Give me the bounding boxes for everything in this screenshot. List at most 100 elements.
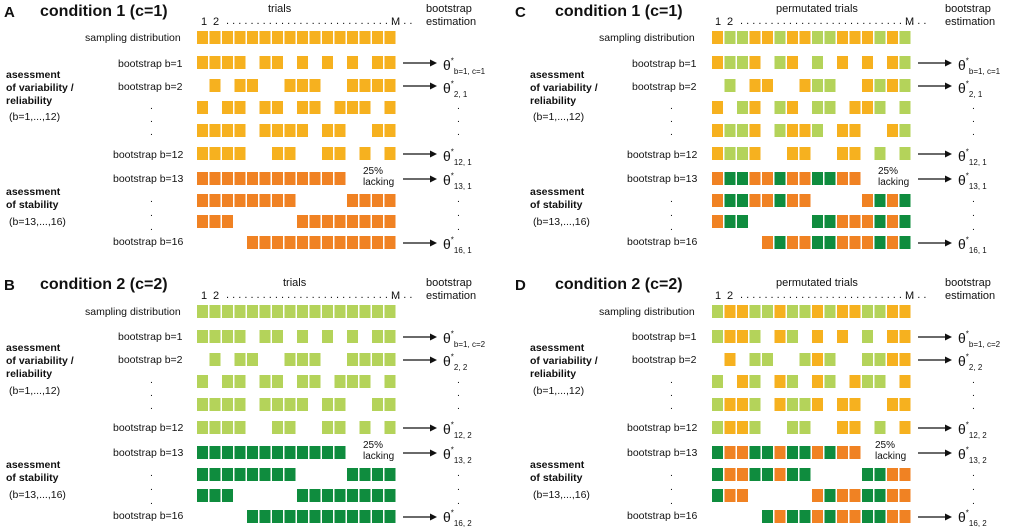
bootstrap-b13-label: bootstrap b=13 bbox=[113, 447, 184, 459]
trial-square-b14 bbox=[222, 194, 233, 207]
bootstrap-b16-label: bootstrap b=16 bbox=[113, 236, 184, 248]
trial-square-b3 bbox=[297, 375, 308, 388]
trial-square-sampling bbox=[887, 305, 898, 318]
trial-square-b15 bbox=[347, 215, 358, 228]
trial-square-b4 bbox=[849, 124, 861, 137]
trial-square-sampling bbox=[372, 305, 383, 318]
trial-square-b13 bbox=[209, 446, 221, 459]
trial-square-b2 bbox=[209, 353, 221, 366]
theta-b1: θ*b=1, c=2 bbox=[958, 329, 1001, 350]
trial-square-b2 bbox=[812, 353, 823, 366]
trial-square-b16 bbox=[887, 510, 898, 523]
trial-square-b15 bbox=[812, 489, 823, 502]
trial-square-b1 bbox=[384, 330, 396, 343]
trial-square-b1 bbox=[787, 330, 798, 343]
trial-square-sampling bbox=[234, 31, 246, 44]
trial-square-b1 bbox=[197, 56, 208, 69]
trial-square-sampling bbox=[749, 31, 761, 44]
trial-square-b12 bbox=[197, 147, 208, 160]
trial-square-b13 bbox=[712, 172, 723, 185]
bootstrap-b16-label: bootstrap b=16 bbox=[627, 510, 698, 522]
estimate-arrowhead bbox=[945, 59, 952, 67]
panel-letter: A bbox=[4, 4, 15, 21]
trial-square-b1 bbox=[899, 330, 911, 343]
trial-square-b1 bbox=[384, 56, 396, 69]
trial-square-b4 bbox=[234, 124, 246, 137]
trial-square-b15 bbox=[309, 489, 321, 502]
trial-square-sampling bbox=[347, 31, 358, 44]
trial-square-b15 bbox=[887, 215, 898, 228]
trial-square-b1 bbox=[259, 56, 271, 69]
trial-square-b13 bbox=[309, 172, 321, 185]
panel-letter: D bbox=[515, 277, 526, 294]
stability-range: (b=13,...,16) bbox=[9, 489, 66, 501]
trial-square-b3 bbox=[272, 375, 283, 388]
trial-square-b2 bbox=[899, 353, 911, 366]
theta-b2: θ*2, 2 bbox=[443, 352, 468, 373]
trial-square-b3 bbox=[862, 101, 873, 114]
trial-square-b2 bbox=[347, 79, 358, 92]
trial-square-b3 bbox=[309, 375, 321, 388]
trial-ellipsis: . . . . . . . . . . . . . . . . . . . . … bbox=[740, 289, 927, 301]
trial-square-b4 bbox=[724, 124, 736, 137]
trial-square-sampling bbox=[309, 305, 321, 318]
trial-square-b15 bbox=[372, 215, 383, 228]
trial-square-b13 bbox=[799, 172, 811, 185]
trial-square-b1 bbox=[222, 56, 233, 69]
estimation-header-1: bootstrap bbox=[426, 3, 472, 15]
trial-square-b14 bbox=[384, 194, 396, 207]
trial-square-b4 bbox=[234, 398, 246, 411]
trial-square-b16 bbox=[347, 236, 358, 249]
lacking-word: lacking bbox=[875, 451, 907, 462]
trial-square-sampling bbox=[799, 31, 811, 44]
trial-square-b13 bbox=[272, 172, 283, 185]
estimation-header-1: bootstrap bbox=[945, 277, 991, 289]
trial-square-b3 bbox=[749, 101, 761, 114]
trial-square-b14 bbox=[284, 468, 296, 481]
trial-square-b16 bbox=[874, 236, 886, 249]
trial-square-sampling bbox=[724, 31, 736, 44]
trial-square-b3 bbox=[824, 101, 836, 114]
trial-square-b12 bbox=[359, 421, 371, 434]
trial-square-b1 bbox=[724, 56, 736, 69]
bootstrap-b13-label: bootstrap b=13 bbox=[627, 447, 698, 459]
trial-square-b1 bbox=[712, 56, 723, 69]
trial-square-b4 bbox=[322, 398, 333, 411]
trial-square-b4 bbox=[749, 124, 761, 137]
trial-square-b16 bbox=[874, 510, 886, 523]
trial-square-b1 bbox=[887, 56, 898, 69]
trial-square-b4 bbox=[787, 398, 798, 411]
trial-square-b16 bbox=[812, 236, 823, 249]
trial-square-b3 bbox=[712, 101, 723, 114]
trial-square-b4 bbox=[372, 124, 383, 137]
trial-square-b1 bbox=[737, 330, 748, 343]
trial-square-b3 bbox=[737, 375, 748, 388]
theta-b2: θ*2, 1 bbox=[958, 79, 983, 100]
trial-square-b12 bbox=[272, 421, 283, 434]
trial-square-b1 bbox=[737, 56, 748, 69]
trial-square-b16 bbox=[824, 510, 836, 523]
estimate-arrowhead bbox=[430, 424, 437, 432]
trial-square-b14 bbox=[284, 194, 296, 207]
trial-square-b13 bbox=[749, 446, 761, 459]
trial-square-b4 bbox=[259, 398, 271, 411]
trial-square-b2 bbox=[762, 79, 773, 92]
trial-square-b4 bbox=[812, 398, 823, 411]
trial-square-sampling bbox=[209, 305, 221, 318]
trial-square-b3 bbox=[259, 375, 271, 388]
trial-square-b1 bbox=[812, 56, 823, 69]
trial-square-b12 bbox=[234, 421, 246, 434]
trial-square-b14 bbox=[197, 468, 208, 481]
trial-square-b13 bbox=[737, 172, 748, 185]
lacking-word: lacking bbox=[878, 177, 910, 188]
trial-square-b15 bbox=[384, 215, 396, 228]
trial-square-sampling bbox=[297, 305, 308, 318]
trial-square-b3 bbox=[899, 375, 911, 388]
trial-square-sampling bbox=[762, 31, 773, 44]
trial-square-b12 bbox=[222, 421, 233, 434]
theta-b16: θ*16, 1 bbox=[958, 235, 987, 256]
trial-square-b2 bbox=[372, 353, 383, 366]
